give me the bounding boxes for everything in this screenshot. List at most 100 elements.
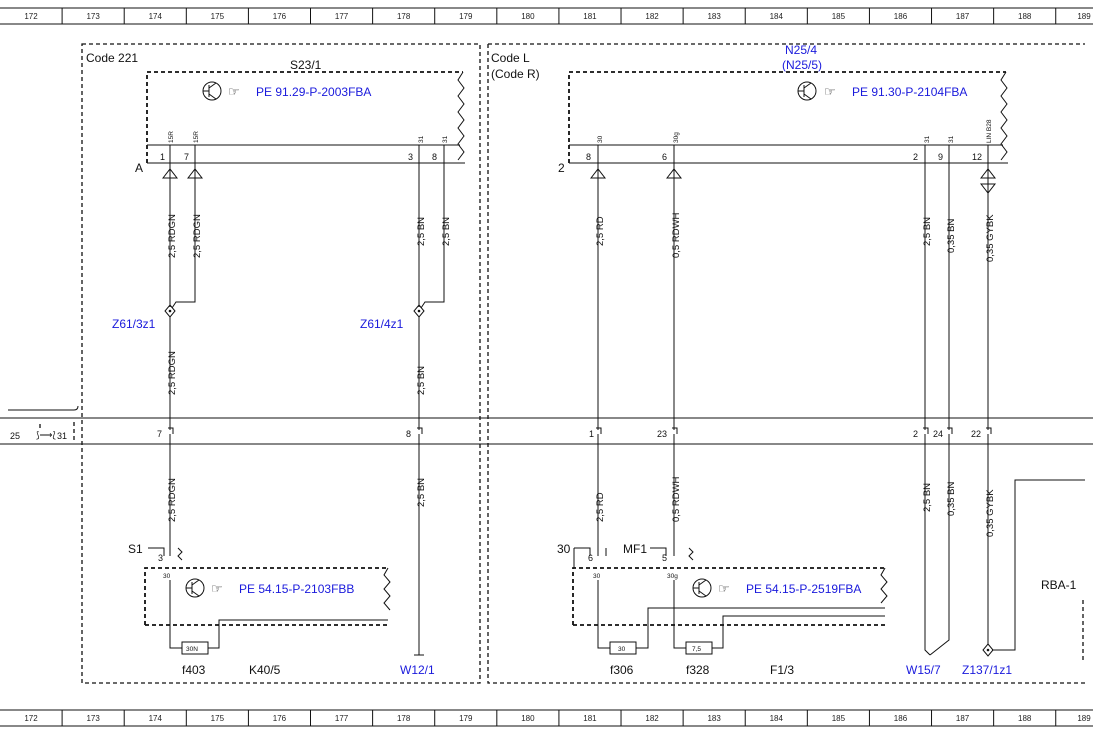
- ruler-label: 181: [583, 714, 597, 723]
- svg-text:12: 12: [972, 152, 982, 162]
- s23-pin: 31 3: [408, 135, 425, 162]
- bus-left-label: 25: [10, 431, 20, 441]
- ruler-label: 183: [707, 714, 721, 723]
- ruler-label: 189: [1077, 714, 1091, 723]
- k40-s1-pin: 3: [158, 553, 163, 563]
- n25-module-alt-label: (N25/5): [782, 58, 822, 72]
- wire-label: 0,35 GYBK: [985, 489, 996, 537]
- svg-text:30: 30: [597, 135, 604, 143]
- svg-text:3: 3: [408, 152, 413, 162]
- k40-pe-reference[interactable]: PE 54.15-P-2103FBB: [239, 582, 354, 596]
- ruler-label: 186: [894, 12, 908, 21]
- svg-text:31: 31: [924, 135, 931, 143]
- wire-label: 2,5 RDGN: [167, 351, 178, 395]
- splice-z61-3-label[interactable]: Z61/3z1: [112, 317, 156, 331]
- ruler-label: 186: [894, 714, 908, 723]
- splice-z61-4-label[interactable]: Z61/4z1: [360, 317, 404, 331]
- k40-box: [144, 567, 388, 625]
- n25-pe-reference[interactable]: PE 91.30-P-2104FBA: [852, 85, 967, 99]
- k40-fuse-rating: 30N: [186, 646, 198, 653]
- ruler-label: 173: [86, 12, 100, 21]
- wire-label: 0,5 RDWH: [671, 476, 682, 522]
- wire-label: 2,5 BN: [441, 217, 452, 246]
- f1-mf1-label: MF1: [623, 542, 647, 556]
- bus-pin: 24: [933, 429, 943, 439]
- s23-pin: 31 8: [432, 135, 449, 162]
- pointing-hand-icon: ☞: [211, 581, 223, 596]
- f1-30-pin: 6: [588, 553, 593, 563]
- wire-label: 2,5 BN: [922, 483, 933, 512]
- ruler-label: 175: [211, 12, 225, 21]
- ruler-label: 189: [1077, 12, 1091, 21]
- f1-fuse1-rating: 30: [618, 646, 626, 653]
- ruler-label: 188: [1018, 714, 1032, 723]
- ruler-label: 176: [273, 12, 287, 21]
- fuse-icon: [597, 640, 649, 655]
- ground-w12-label[interactable]: W12/1: [400, 663, 435, 677]
- ruler-label: 188: [1018, 12, 1032, 21]
- ruler-label: 184: [770, 714, 784, 723]
- ruler-label: 184: [770, 12, 784, 21]
- connector-arrows: [161, 168, 997, 195]
- f1-fuse1-name: f306: [610, 663, 634, 677]
- ruler-label: 179: [459, 714, 473, 723]
- ruler-label: 183: [707, 12, 721, 21]
- section-left-frame: [81, 43, 481, 684]
- wire-label: 0,35 GYBK: [985, 214, 996, 262]
- svg-text:31: 31: [418, 135, 425, 143]
- pointing-hand-icon: ☞: [824, 84, 836, 99]
- n25-pin: 31 9: [938, 135, 955, 162]
- bus-left-right-label: 31: [57, 431, 67, 441]
- section-left-code: Code 221: [86, 51, 138, 65]
- transistor-icon: [185, 578, 205, 598]
- k40-fuse-name: f403: [182, 663, 206, 677]
- f1-pe-reference[interactable]: PE 54.15-P-2519FBA: [746, 582, 861, 596]
- wire-label: 2,5 RDGN: [167, 478, 178, 522]
- ruler-label: 187: [956, 12, 970, 21]
- svg-text:30g: 30g: [673, 132, 680, 143]
- section-right-code: Code L: [491, 51, 530, 65]
- ruler-label: 181: [583, 12, 597, 21]
- bus-pins: 7 8 1 23 2 24 22: [157, 427, 992, 439]
- wire-label: 2,5 BN: [416, 366, 427, 395]
- pointing-hand-icon: ☞: [228, 84, 240, 99]
- k40-name: K40/5: [249, 663, 281, 677]
- bus-pin: 22: [971, 429, 981, 439]
- n25-box: [568, 71, 1006, 163]
- svg-text:LIN B28: LIN B28: [986, 119, 993, 143]
- transistor-icon: [692, 578, 712, 598]
- bus-pin: 2: [913, 429, 918, 439]
- f1-mf1-pin: 5: [662, 553, 667, 563]
- bus-pin: 8: [406, 429, 411, 439]
- ruler-label: 177: [335, 714, 349, 723]
- f1-fuse2-name: f328: [686, 663, 710, 677]
- n25-pin: 30 8: [586, 135, 604, 162]
- splice-z137-label[interactable]: Z137/1z1: [962, 663, 1012, 677]
- k40-inner-pin: 30: [163, 573, 171, 580]
- ruler-label: 182: [645, 714, 659, 723]
- s23-box: [146, 71, 463, 163]
- n25-pin: 31 2: [913, 135, 931, 162]
- ground-w15-label[interactable]: W15/7: [906, 663, 941, 677]
- svg-text:15R: 15R: [193, 131, 200, 143]
- svg-text:1: 1: [160, 152, 165, 162]
- ruler-label: 178: [397, 12, 411, 21]
- n25-connector: 2: [558, 161, 565, 175]
- s23-name: S23/1: [290, 58, 322, 72]
- ruler-label: 174: [149, 714, 163, 723]
- s23-pe-reference[interactable]: PE 91.29-P-2003FBA: [256, 85, 371, 99]
- lower-wires: [169, 434, 1085, 656]
- lower-wire-labels: 2,5 RDGN 2,5 BN 2,5 RD 0,5 RDWH 2,5 BN 0…: [167, 476, 996, 537]
- n25-pin: LIN B28 12: [972, 119, 993, 162]
- wire-label: 2,5 RDGN: [167, 214, 178, 258]
- ruler-label: 180: [521, 714, 535, 723]
- section-right-code-alt: (Code R): [491, 67, 540, 81]
- svg-text:8: 8: [586, 152, 591, 162]
- wire-label: 2,5 RDGN: [192, 214, 203, 258]
- ruler-label: 180: [521, 12, 535, 21]
- wire-label: 0,35 BN: [946, 482, 957, 516]
- ruler-label: 177: [335, 12, 349, 21]
- wire-label: 2,5 BN: [416, 478, 427, 507]
- svg-text:9: 9: [938, 152, 943, 162]
